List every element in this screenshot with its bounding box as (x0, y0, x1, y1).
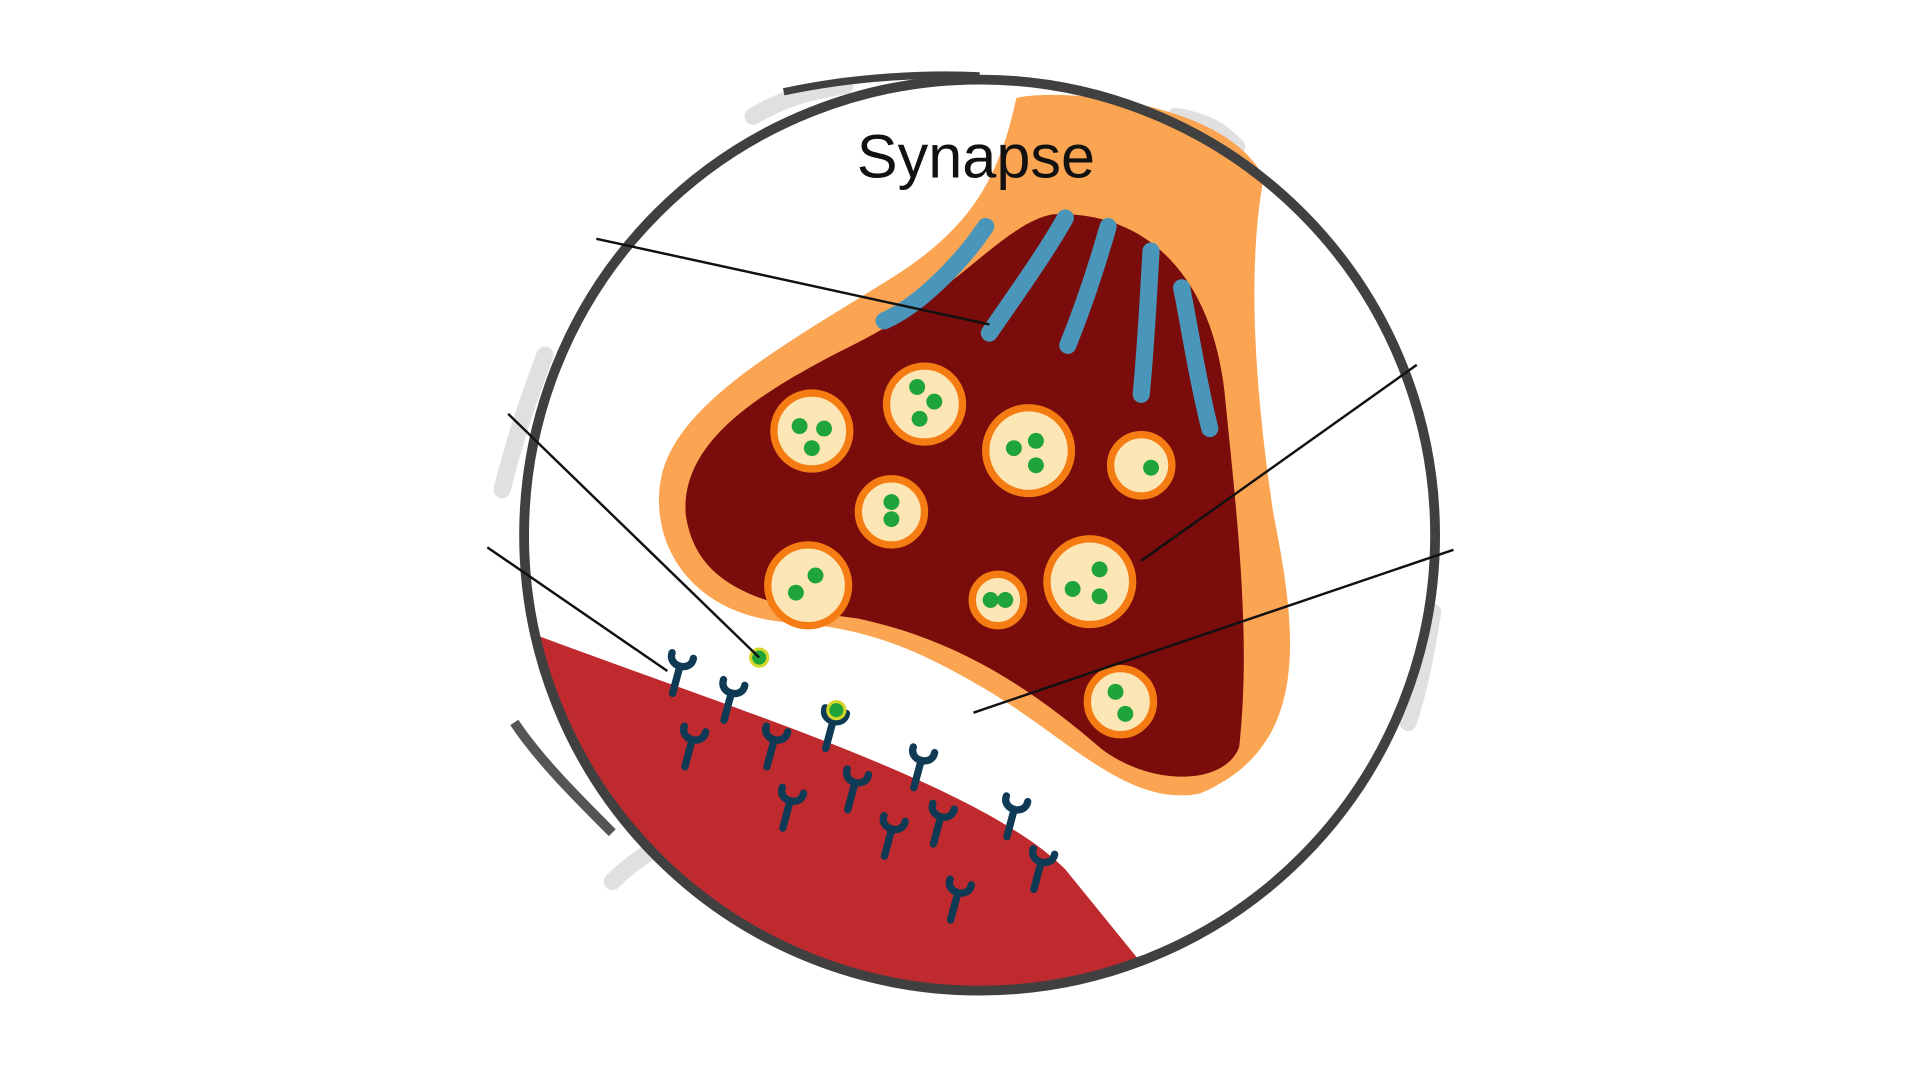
diagram-title: Synapse (857, 123, 1095, 191)
receptor-shape (945, 875, 976, 924)
neurotransmitter-dot (926, 393, 943, 410)
neurotransmitter-dot (997, 592, 1014, 608)
receptor (762, 722, 792, 771)
receptor (945, 875, 976, 924)
receptor (909, 743, 939, 792)
neurotransmitter-dot (1064, 581, 1081, 597)
axon-terminal-inner (685, 214, 1244, 777)
vesicle (1106, 431, 1176, 500)
receptor (778, 783, 808, 832)
free-neurotransmitters (749, 647, 847, 721)
vesicle (1083, 664, 1158, 739)
vesicle-membrane (764, 541, 853, 630)
neurotransmitter-dot (1107, 683, 1124, 700)
neurotransmitter-dot (1143, 459, 1159, 476)
neurotransmitter-dot (1005, 440, 1022, 457)
receptor (680, 722, 710, 771)
neurotransmitter-dot (1027, 457, 1044, 474)
receptor (879, 811, 909, 860)
receptor-shape (842, 765, 873, 814)
receptor-shape (719, 675, 749, 724)
vesicle-membrane (1083, 664, 1158, 739)
mitochondria-group (875, 209, 1219, 438)
neurotransmitter-dot (803, 440, 820, 457)
vesicle-membrane (882, 362, 967, 446)
vesicle (854, 475, 929, 549)
neurotransmitter-dot (883, 494, 900, 510)
ring-lower-arc (510, 719, 616, 837)
receptor-shape (667, 648, 698, 698)
mitochondrion (875, 217, 995, 330)
neurotransmitter-dot (982, 592, 999, 608)
neurotransmitter-dot (883, 511, 900, 528)
vesicle (770, 389, 854, 473)
vesicle-membrane (982, 404, 1076, 498)
neurotransmitter-dot (909, 378, 926, 395)
receptor (1002, 792, 1032, 841)
receptor-shape (762, 722, 792, 771)
vesicle (882, 362, 967, 446)
vesicle (968, 570, 1028, 630)
mitochondrion (1132, 242, 1160, 403)
pointer-line-synaptic-cleft (973, 548, 1454, 714)
mitochondrion (1173, 279, 1219, 438)
vesicle-membrane (770, 389, 854, 473)
pointer-lines (486, 237, 1454, 714)
receptor-shape (820, 704, 851, 753)
neurotransmitter-dot (1117, 705, 1134, 722)
pointer-line-mitochondria (596, 237, 990, 326)
pointer-line-neurotransmitter (507, 412, 761, 659)
vesicle (982, 404, 1076, 498)
receptor (928, 799, 958, 848)
receptors-group (667, 648, 1059, 924)
pointer-line-receptor (486, 546, 669, 673)
receptor-shape (928, 799, 958, 848)
receptor-shape (778, 783, 808, 832)
receptor (1029, 844, 1059, 893)
receptor-shape (879, 811, 909, 860)
neurotransmitter-dot (826, 700, 847, 721)
neurotransmitter-dot (1091, 561, 1108, 578)
neurotransmitter-dot (1091, 588, 1108, 605)
neurotransmitter-dot (911, 410, 928, 427)
pointer-line-vesicle (1140, 363, 1418, 562)
receptor (842, 765, 873, 814)
receptor (667, 648, 698, 698)
vesicle-membrane (1106, 431, 1176, 500)
receptor-shape (1002, 792, 1032, 841)
receptor-shape (1029, 844, 1059, 893)
mitochondrion (1059, 217, 1117, 354)
neurotransmitter-dot (807, 567, 824, 584)
receptor-shape (909, 743, 939, 792)
neurotransmitter-dot (787, 584, 804, 601)
receptor (820, 704, 851, 753)
receptor (719, 675, 749, 724)
vesicle (1043, 535, 1137, 629)
vesicle-membrane (1043, 535, 1137, 629)
mitochondrion (980, 209, 1074, 342)
neurotransmitter-dot (791, 418, 808, 435)
vesicles-group (764, 362, 1176, 739)
receptor-shape (680, 722, 710, 771)
vesicle (764, 541, 853, 630)
diagram-ring (519, 74, 1440, 996)
neurotransmitter-dot (816, 420, 833, 437)
neurotransmitter-dot (1027, 432, 1044, 449)
